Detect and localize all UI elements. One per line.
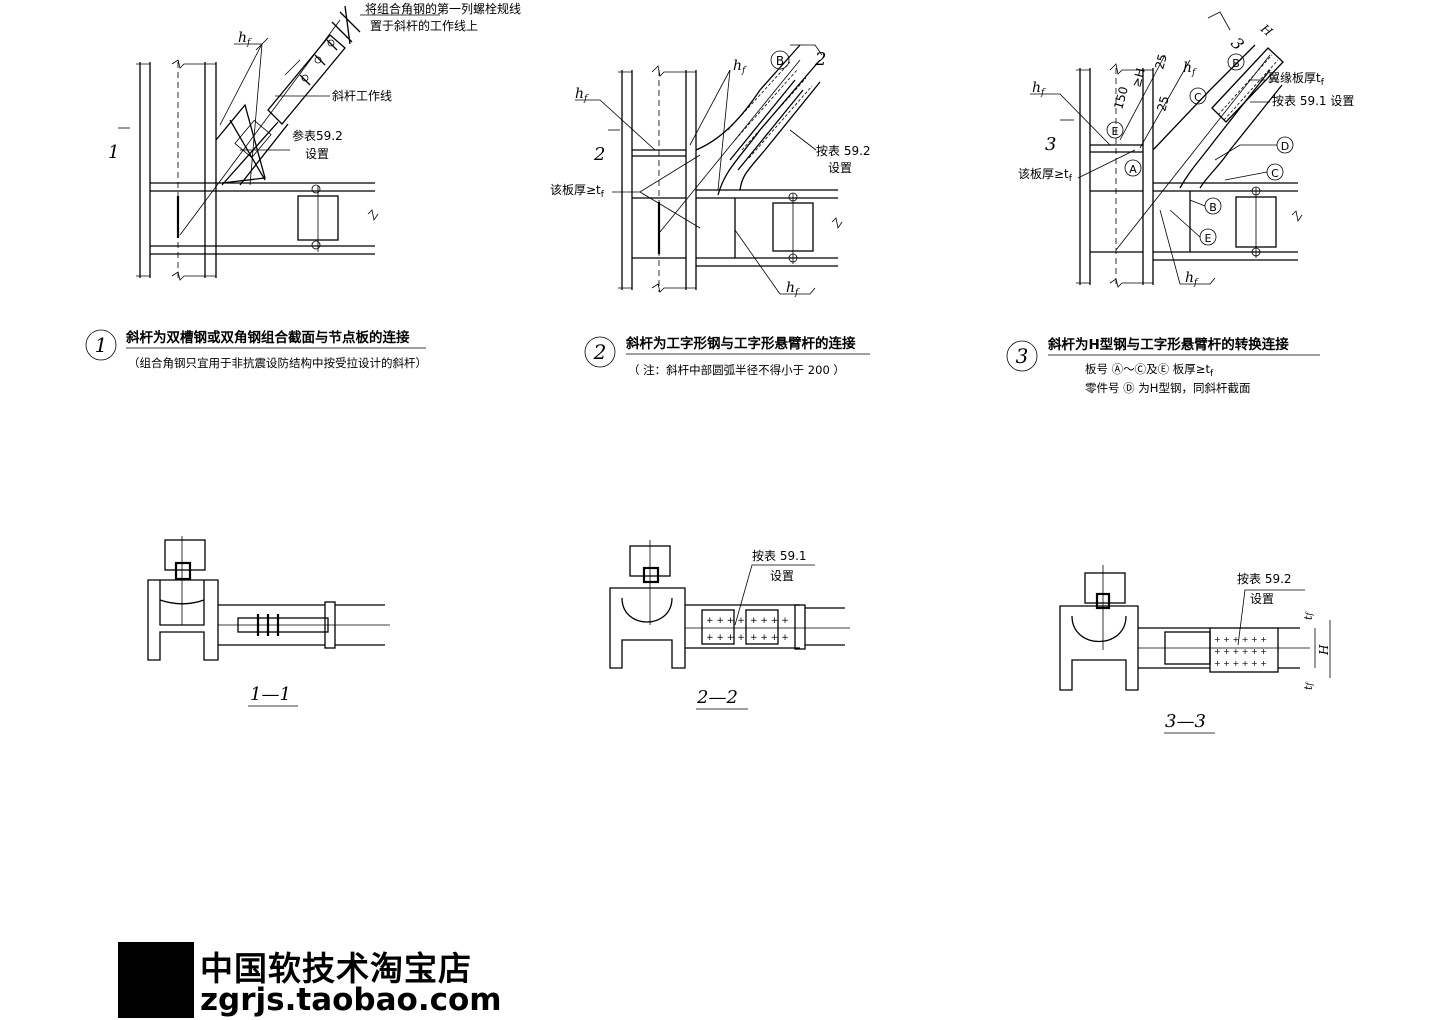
detail-subtitle: （ 注：斜杆中部圆弧半径不得小于 200 ） [628,363,845,377]
section-label: 2—2 [696,687,738,708]
detail-1: hf 1 将组合角钢的第一列螺栓规线 置于斜杆的工作线上 斜杆工作线 参表59.… [85,1,521,370]
detail-subtitle-1: 板号 Ⓐ～Ⓒ及Ⓔ 板厚≥tf [1085,362,1214,379]
hf-label-bottom: hf [786,280,800,298]
detail-number: 2 [593,340,607,364]
note-plate: 该板厚≥tf [1018,167,1073,184]
part-d-label: D [1281,140,1289,153]
bolt-pattern: + + + + [750,616,789,626]
dim-150: 150 [1111,85,1130,111]
note-ref: 按表 59.1 设置 [1272,94,1354,108]
bolt-pattern: + + + + + + [1214,659,1267,668]
note-line-2: 设置 [770,569,794,583]
part-e-label-1: E [1112,125,1119,138]
detail-number: 1 [95,333,108,357]
dim-tf-top: tf [1302,611,1315,620]
hf-label-top: hf [1183,60,1197,78]
note-workline: 斜杆工作线 [332,89,392,103]
shop-url[interactable]: zgrjs.taobao.com [200,982,502,1018]
section-mark-1: 1 [108,142,119,163]
part-c-label-1: C [1194,91,1202,104]
note-line-2: 设置 [1250,592,1274,606]
detail-number-circle [85,329,117,361]
section-mark-3-top: 3 [1227,33,1248,54]
part-b-label-2: B [1209,201,1217,214]
hf-label-bottom: hf [1185,270,1199,288]
detail-title: 斜杆为工字形钢与工字形悬臂杆的连接 [625,335,856,352]
part-e-label-2: E [1205,232,1212,245]
dim-h: H [1317,644,1331,656]
shop-logo [118,942,194,1018]
detail-subtitle: （组合角钢只宜用于非抗震设防结构中按受拉设计的斜杆） [128,356,427,370]
note-line-1: 按表 59.2 [1237,572,1292,586]
note-bolt-line-2: 置于斜杆的工作线上 [370,18,478,33]
dim-tf-bottom: tf [1302,681,1315,690]
note-ref-line-1: 参表59.2 [292,128,343,143]
section-label: 3—3 [1165,711,1206,732]
section-mark-2: 2 [593,144,605,165]
note-ref-line-2: 设置 [305,147,329,161]
part-c-label-2: C [1271,167,1279,180]
section-1-1: 1—1 [147,536,390,707]
note-wing: 翼缘板厚tf [1268,71,1325,88]
detail-3: E A C B D C B E 150 ≥H 25 25 3 H 3 hf hf… [1006,11,1354,395]
bolt-pattern: + + + + [706,633,745,643]
note-plate: 该板厚≥tf [550,183,605,200]
part-b-label-1: B [1232,57,1240,70]
bolt-pattern: + + + + [750,633,789,643]
part-b-label: B [776,54,784,68]
bolt-pattern: + + + + [706,616,745,626]
detail-2: B 2 2 hf hf hf 按表 59.2 设置 该板厚≥tf 2 斜杆为工字… [550,44,871,377]
hf-label-top: hf [733,58,747,76]
section-2-2: + + + + + + + + + + + + + + + + 按表 59.1 … [609,540,850,710]
section-mark-3: 3 [1045,134,1056,155]
detail-number: 3 [1016,344,1029,368]
bolt-pattern: + + + + + + [1214,635,1267,644]
detail-subtitle-2: 零件号 Ⓓ 为H型钢，同斜杆截面 [1085,381,1250,395]
hf-label: hf [238,30,252,48]
part-a-label: A [1129,163,1137,176]
note-ref-line-2: 设置 [828,161,852,175]
dim-h: H [1257,21,1275,39]
section-label: 1—1 [250,684,291,705]
section-3-3: + + + + + + + + + + + + + + + + + + tf t… [1059,565,1331,734]
note-ref-line-1: 按表 59.2 [816,144,871,158]
detail-title: 斜杆为双槽钢或双角钢组合截面与节点板的连接 [125,329,410,346]
shop-name: 中国软技术淘宝店 [200,949,472,988]
section-mark-2-top: 2 [814,49,826,70]
note-line-1: 按表 59.1 [752,549,807,563]
hf-label-left: hf [575,86,589,104]
note-bolt-line-1: 将组合角钢的第一列螺栓规线 [365,1,521,16]
detail-title: 斜杆为H型钢与工字形悬臂杆的转换连接 [1047,336,1289,353]
hf-label-left: hf [1032,80,1046,98]
bolt-pattern: + + + + + + [1214,647,1267,656]
dim-ge-h: ≥H [1129,67,1147,89]
